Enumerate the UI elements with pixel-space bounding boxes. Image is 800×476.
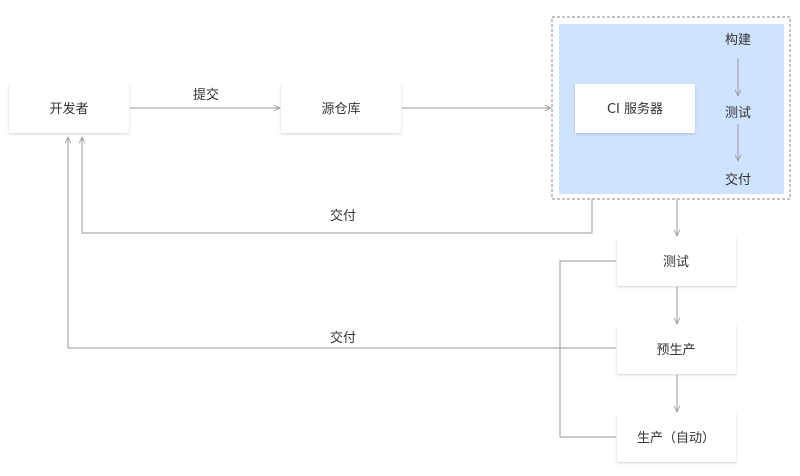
ci-step-deliver: 交付 [725, 172, 751, 188]
deliver-from-stages-label: 交付 [330, 330, 356, 346]
production-node-label: 生产（自动） [637, 431, 715, 446]
repository-node: 源仓库 [281, 84, 401, 133]
ci-step-test: 测试 [725, 106, 751, 121]
edge-ci-deliver-to-developer [82, 137, 593, 234]
test-node: 测试 [617, 237, 736, 286]
production-node: 生产（自动） [617, 413, 736, 462]
pre-production-node-label: 预生产 [656, 343, 695, 358]
commit-label: 提交 [193, 87, 219, 103]
ci-step-build: 构建 [725, 33, 751, 48]
pre-production-node: 预生产 [617, 325, 736, 374]
developer-node-label: 开发者 [49, 101, 88, 117]
edge-stages-deliver-to-developer [68, 137, 616, 349]
deliver-from-ci-label: 交付 [330, 208, 356, 224]
edges [68, 58, 738, 438]
ci-server-node: CI 服务器 [575, 84, 695, 133]
ci-server-node-label: CI 服务器 [607, 101, 663, 117]
repository-node-label: 源仓库 [321, 101, 360, 117]
developer-node: 开发者 [9, 84, 129, 133]
edge-stages-bracket [559, 260, 616, 438]
test-node-label: 测试 [663, 255, 689, 270]
